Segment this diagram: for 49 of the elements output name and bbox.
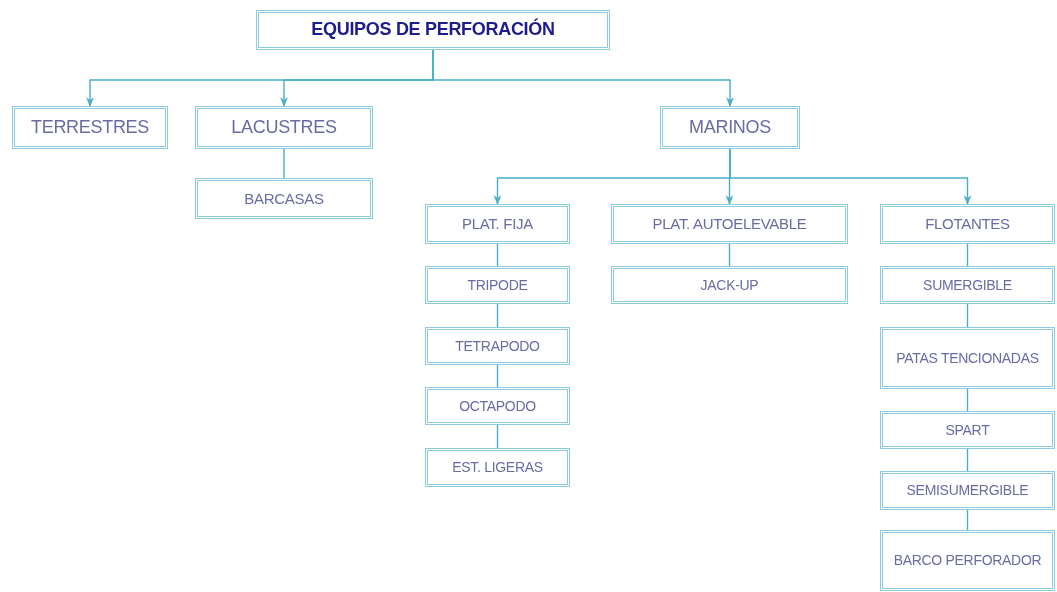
box-label: BARCASAS [244, 189, 324, 208]
box-label: LACUSTRES [231, 116, 337, 139]
box-label: TRIPODE [467, 276, 528, 294]
box-label: BARCO PERFORADOR [893, 552, 1042, 569]
connector-line [966, 303, 969, 328]
category-box [611, 266, 848, 304]
category-box [880, 266, 1055, 304]
connector-line [966, 509, 969, 531]
arrow [729, 148, 972, 205]
category-box [425, 448, 570, 487]
connector-line [283, 148, 285, 179]
category-box [425, 387, 570, 425]
box-label: EQUIPOS DE PERFORACIÓN [311, 19, 555, 41]
category-box [660, 106, 800, 149]
category-box [425, 266, 570, 304]
category-box [425, 327, 570, 365]
box-label: JACK-UP [700, 276, 759, 294]
category-box [256, 10, 610, 50]
category-box [195, 178, 373, 219]
category-box [195, 106, 373, 149]
box-label: MARINOS [689, 116, 771, 139]
box-label: EST. LIGERAS [452, 459, 543, 476]
category-box [425, 204, 570, 244]
category-box [880, 204, 1055, 244]
box-label: OCTAPODO [459, 397, 536, 415]
connector-line [966, 448, 969, 472]
box-label: TETRAPODO [455, 337, 540, 355]
category-box [880, 411, 1055, 449]
connector-line [728, 243, 731, 267]
category-box [12, 106, 168, 149]
category-box [880, 471, 1055, 510]
box-label: TERRESTRES [31, 116, 149, 139]
box-label: PATAS TENCIONADAS [896, 349, 1039, 367]
category-box [880, 327, 1055, 389]
connector-line [496, 303, 499, 328]
connector-line [496, 243, 499, 267]
connector-line [966, 243, 969, 267]
box-label: FLOTANTES [925, 215, 1010, 233]
box-label: SUMERGIBLE [923, 276, 1012, 294]
connector-line [496, 424, 499, 449]
connector-line [966, 388, 969, 412]
box-label: SEMISUMERGIBLE [906, 482, 1029, 499]
box-label: SPART [945, 421, 990, 439]
connector-line [496, 364, 499, 388]
box-label: PLAT. AUTOELEVABLE [652, 215, 807, 233]
category-box [611, 204, 848, 244]
category-box [880, 530, 1055, 591]
box-label: PLAT. FIJA [462, 215, 533, 233]
arrow [432, 49, 734, 107]
